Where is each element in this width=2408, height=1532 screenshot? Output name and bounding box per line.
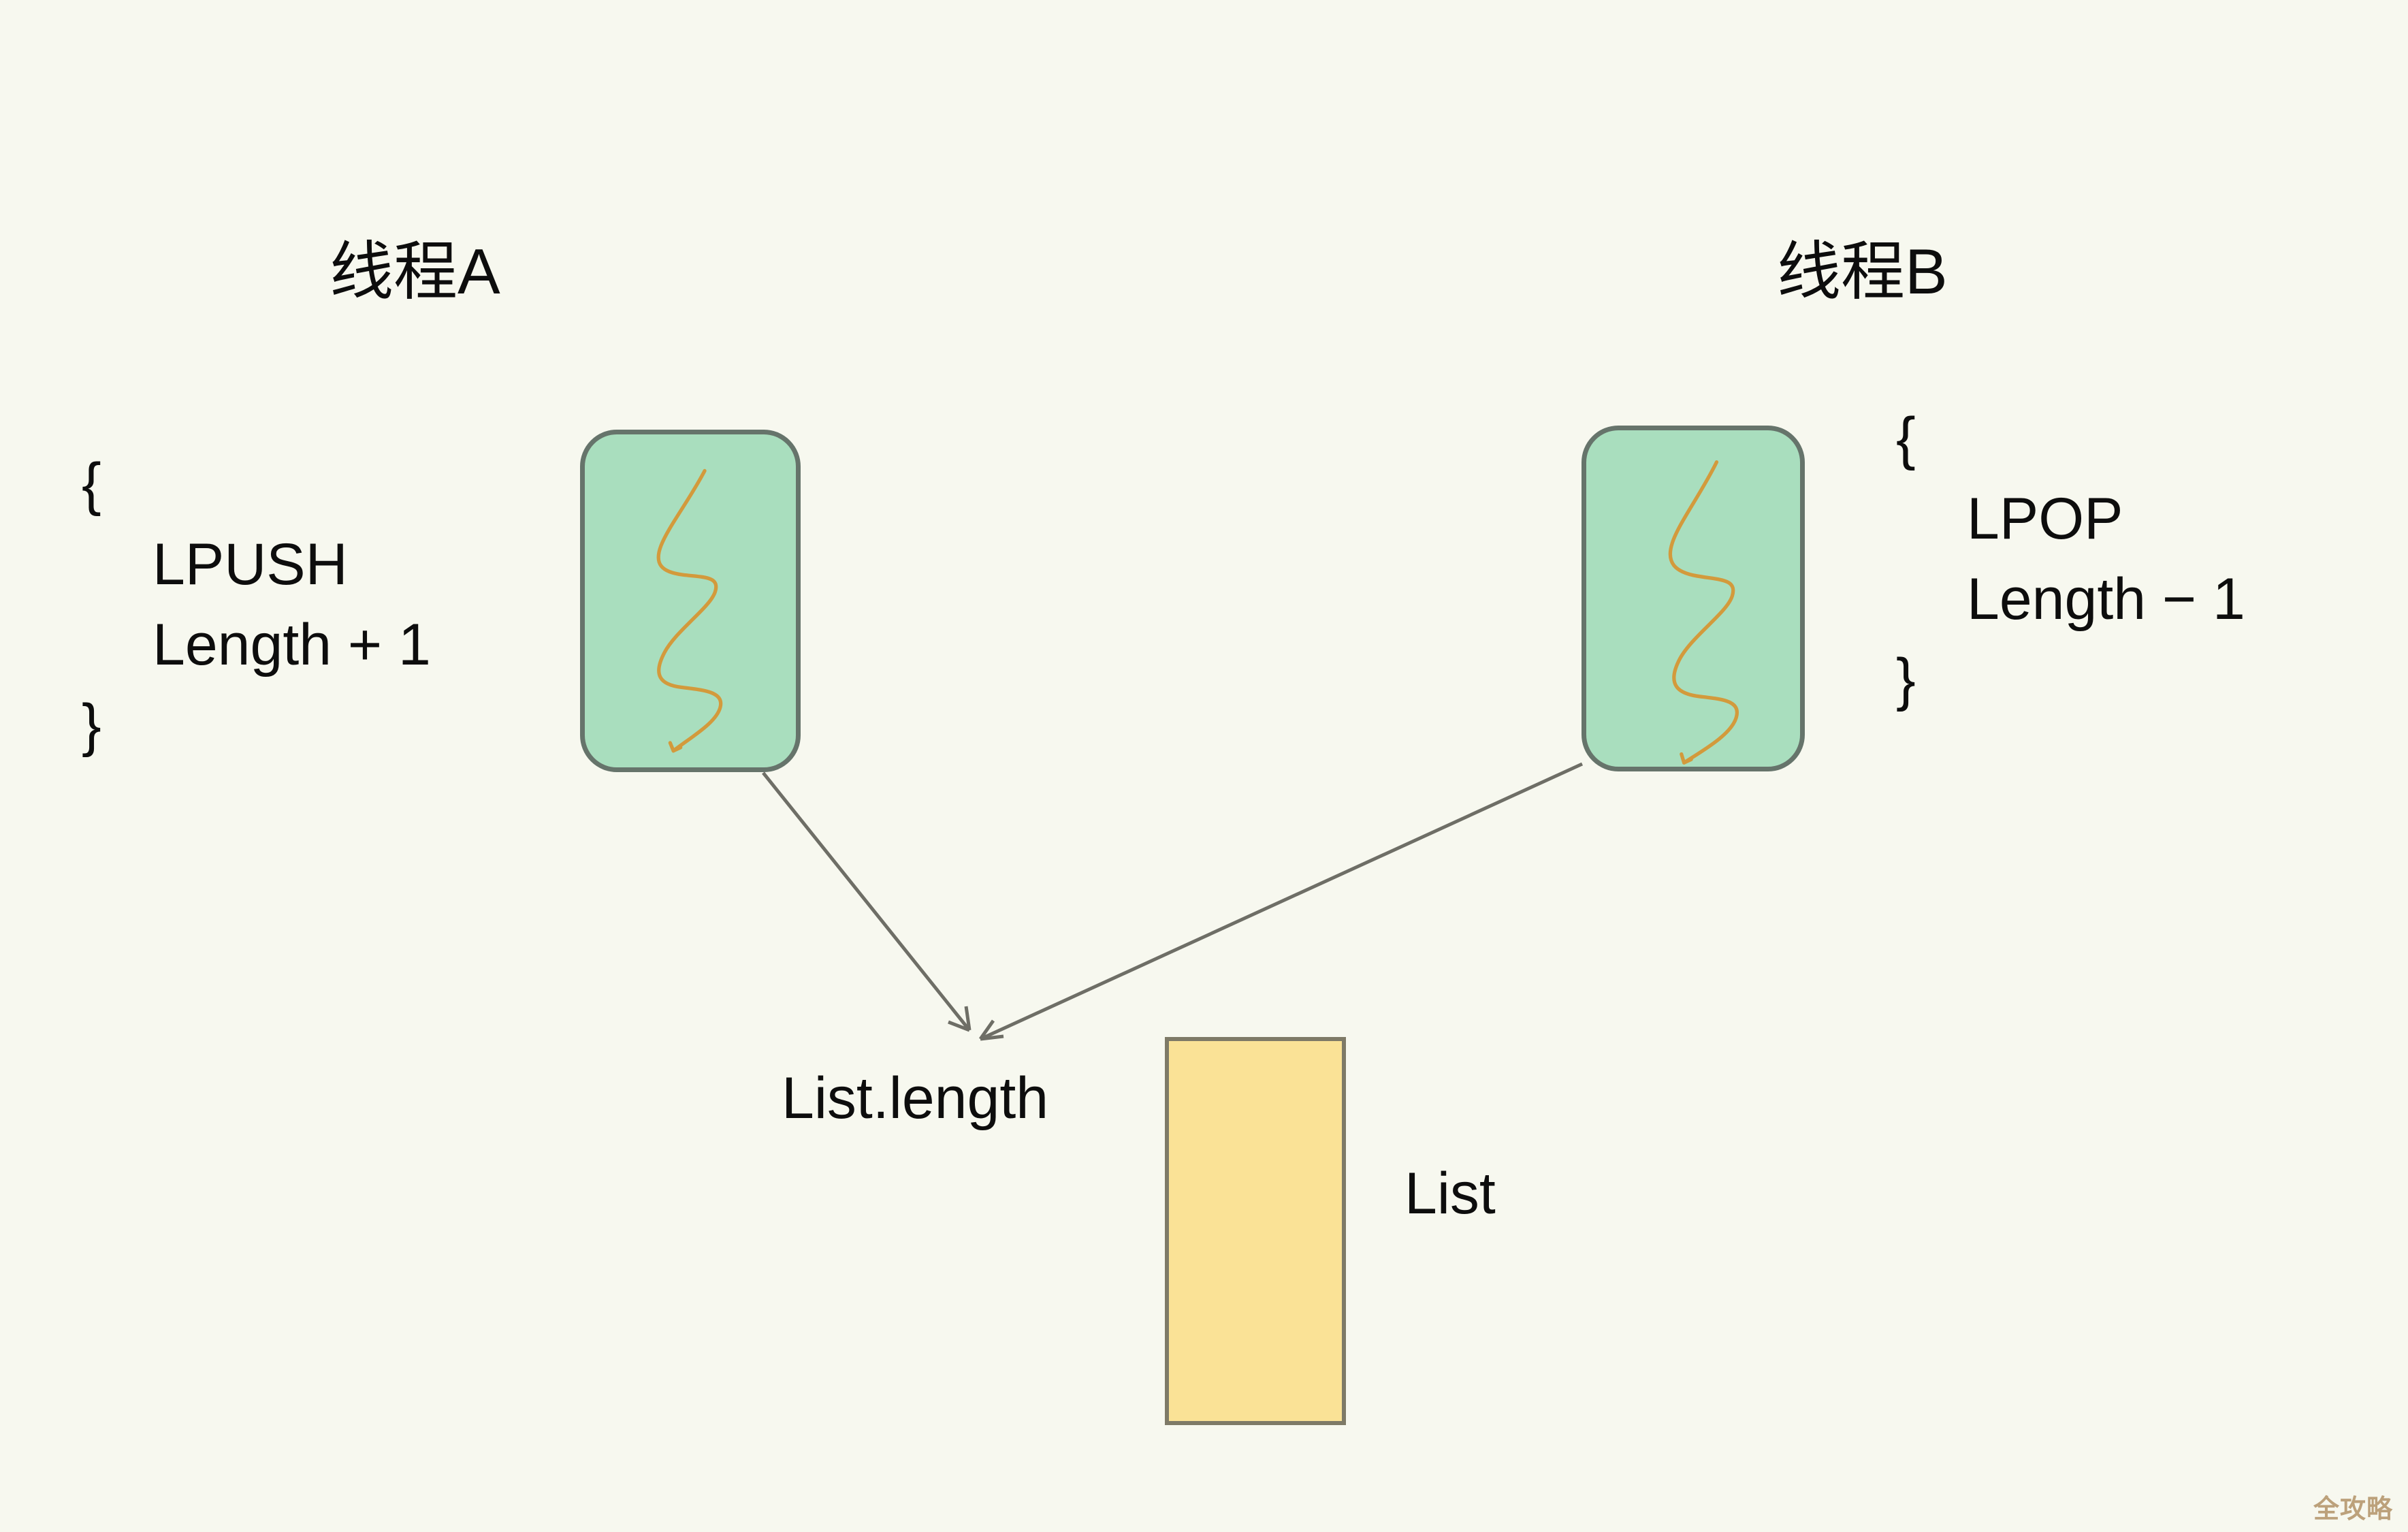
thread-b-code-line-0: LPOP (1967, 486, 2123, 552)
squiggle-icon (656, 468, 723, 753)
thread-a-close-brace: } (82, 692, 101, 758)
thread-a-code-block: { LPUSH Length + 1 } (82, 444, 431, 765)
arrow-thread-b-to-list-length (978, 762, 1584, 1041)
list-length-label: List.length (782, 1066, 1049, 1131)
thread-b-code-line-1: Length − 1 (1967, 566, 2245, 632)
watermark: 全攻略 (2313, 1495, 2393, 1524)
thread-b-title: 线程B (1777, 236, 1948, 307)
list-rectangle[interactable] (1165, 1037, 1346, 1425)
thread-a-code-line-1: Length + 1 (152, 612, 431, 677)
thread-b-box[interactable] (1582, 426, 1805, 771)
thread-b-code-block: { LPOP Length − 1 } (1896, 398, 2245, 720)
thread-a-code-line-0: LPUSH (152, 532, 348, 597)
arrow-thread-a-to-list-length (762, 771, 972, 1032)
thread-a-box[interactable] (580, 430, 801, 772)
thread-a-open-brace: { (82, 451, 101, 517)
thread-b-open-brace: { (1896, 406, 1916, 471)
list-label: List (1404, 1161, 1496, 1226)
thread-a-title: 线程A (330, 236, 500, 307)
squiggle-icon (1668, 460, 1739, 765)
thread-b-close-brace: } (1896, 647, 1916, 712)
